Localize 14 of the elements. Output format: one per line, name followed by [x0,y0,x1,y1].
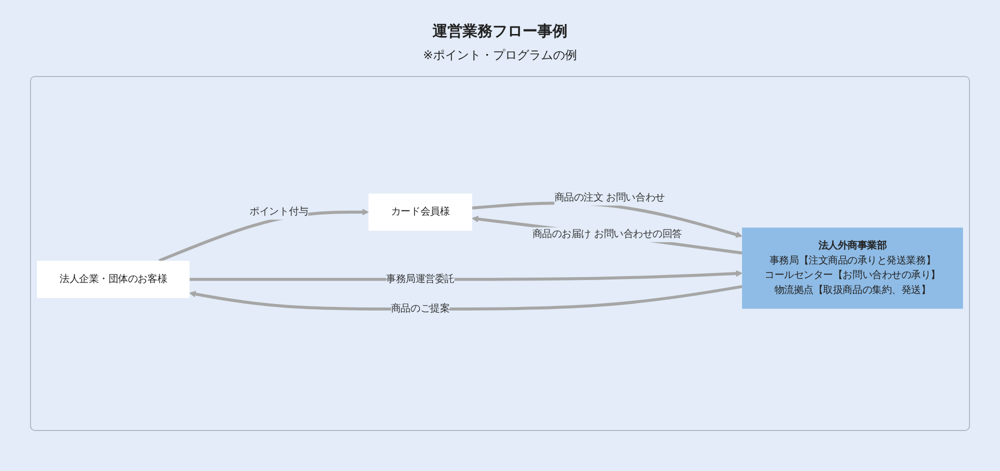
edge-label: 事務局運営委託 [386,274,454,285]
edge-label: 商品のお届け お問い合わせの回答 [532,228,682,240]
subtitle-note: ※ポイント・プログラムの例 [422,47,578,64]
diagram-title: 運営業務フロー事例 [432,22,568,41]
arrow [472,216,742,255]
arrow [158,208,369,262]
edge-label: 商品の注文 お問い合わせ [554,192,665,204]
panel-background: ポイント付与 事務局運営委託 商品のご提案 商品の注文 お問い合わせ 商品のお届け お問い合わせの回答 法人企業・団体のお客様 カード会員様 法人外商事業部 事務局【注文商品の承りと発送業務】 コールセンター【お問い合わせの承り】 物流拠点【取扱商品の集約、発送】 [30,76,970,431]
arrow [189,285,742,311]
edge-label: 商品のご提案 [390,303,450,314]
node-box [742,228,963,309]
edge-label: ポイント付与 [250,206,308,218]
node-box [368,194,472,231]
node-box [37,260,190,298]
